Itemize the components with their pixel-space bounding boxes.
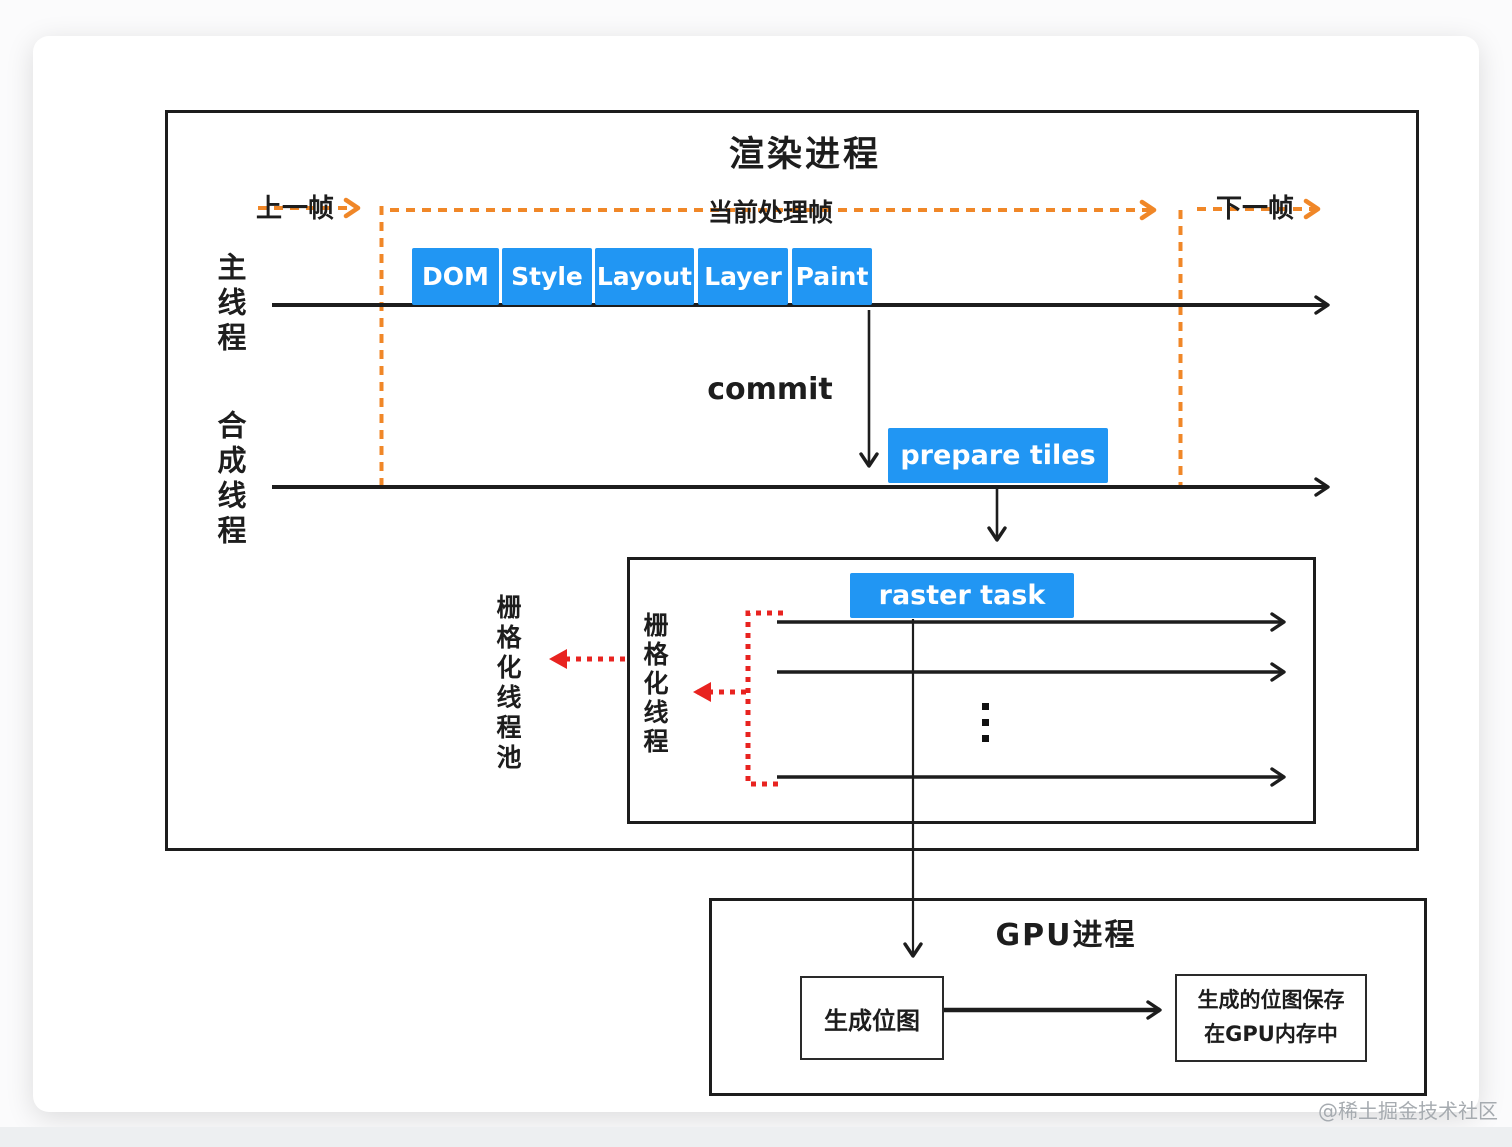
raster-pool-label: 栅格化线程池 (493, 594, 522, 774)
stage-paint: Paint (792, 248, 872, 305)
current-frame-label: 当前处理帧 (708, 198, 834, 227)
bottom-strip (0, 1127, 1512, 1147)
save-bitmap-line2: 在GPU内存中 (1204, 1022, 1338, 1046)
raster-thread-label: 栅格化线程 (640, 612, 669, 757)
render-process-box (165, 110, 1419, 851)
compositor-thread-label: 合成线程 (213, 410, 247, 550)
generate-bitmap-box: 生成位图 (800, 976, 944, 1060)
render-process-title: 渲染进程 (728, 135, 881, 175)
prepare-tiles-box: prepare tiles (888, 428, 1108, 483)
stage-layout: Layout (595, 248, 694, 305)
watermark: @稀土掘金技术社区 (1318, 1099, 1498, 1123)
save-bitmap-line1: 生成的位图保存 (1197, 988, 1345, 1013)
main-thread-label: 主线程 (213, 252, 247, 357)
stage-dom: DOM (412, 248, 499, 305)
raster-task-box: raster task (850, 573, 1074, 618)
gpu-process-box (709, 898, 1427, 1096)
stage-style: Style (502, 248, 592, 305)
gpu-process-title: GPU进程 (995, 918, 1137, 953)
more-threads-ellipsis (982, 703, 989, 742)
prev-frame-label: 上一帧 (256, 194, 335, 224)
raster-pool-box (627, 557, 1316, 824)
commit-label: commit (707, 372, 833, 407)
diagram-card (33, 36, 1479, 1112)
save-bitmap-box: 生成的位图保存 在GPU内存中 (1175, 974, 1367, 1062)
stage-layer: Layer (698, 248, 788, 305)
next-frame-label: 下一帧 (1216, 194, 1295, 224)
